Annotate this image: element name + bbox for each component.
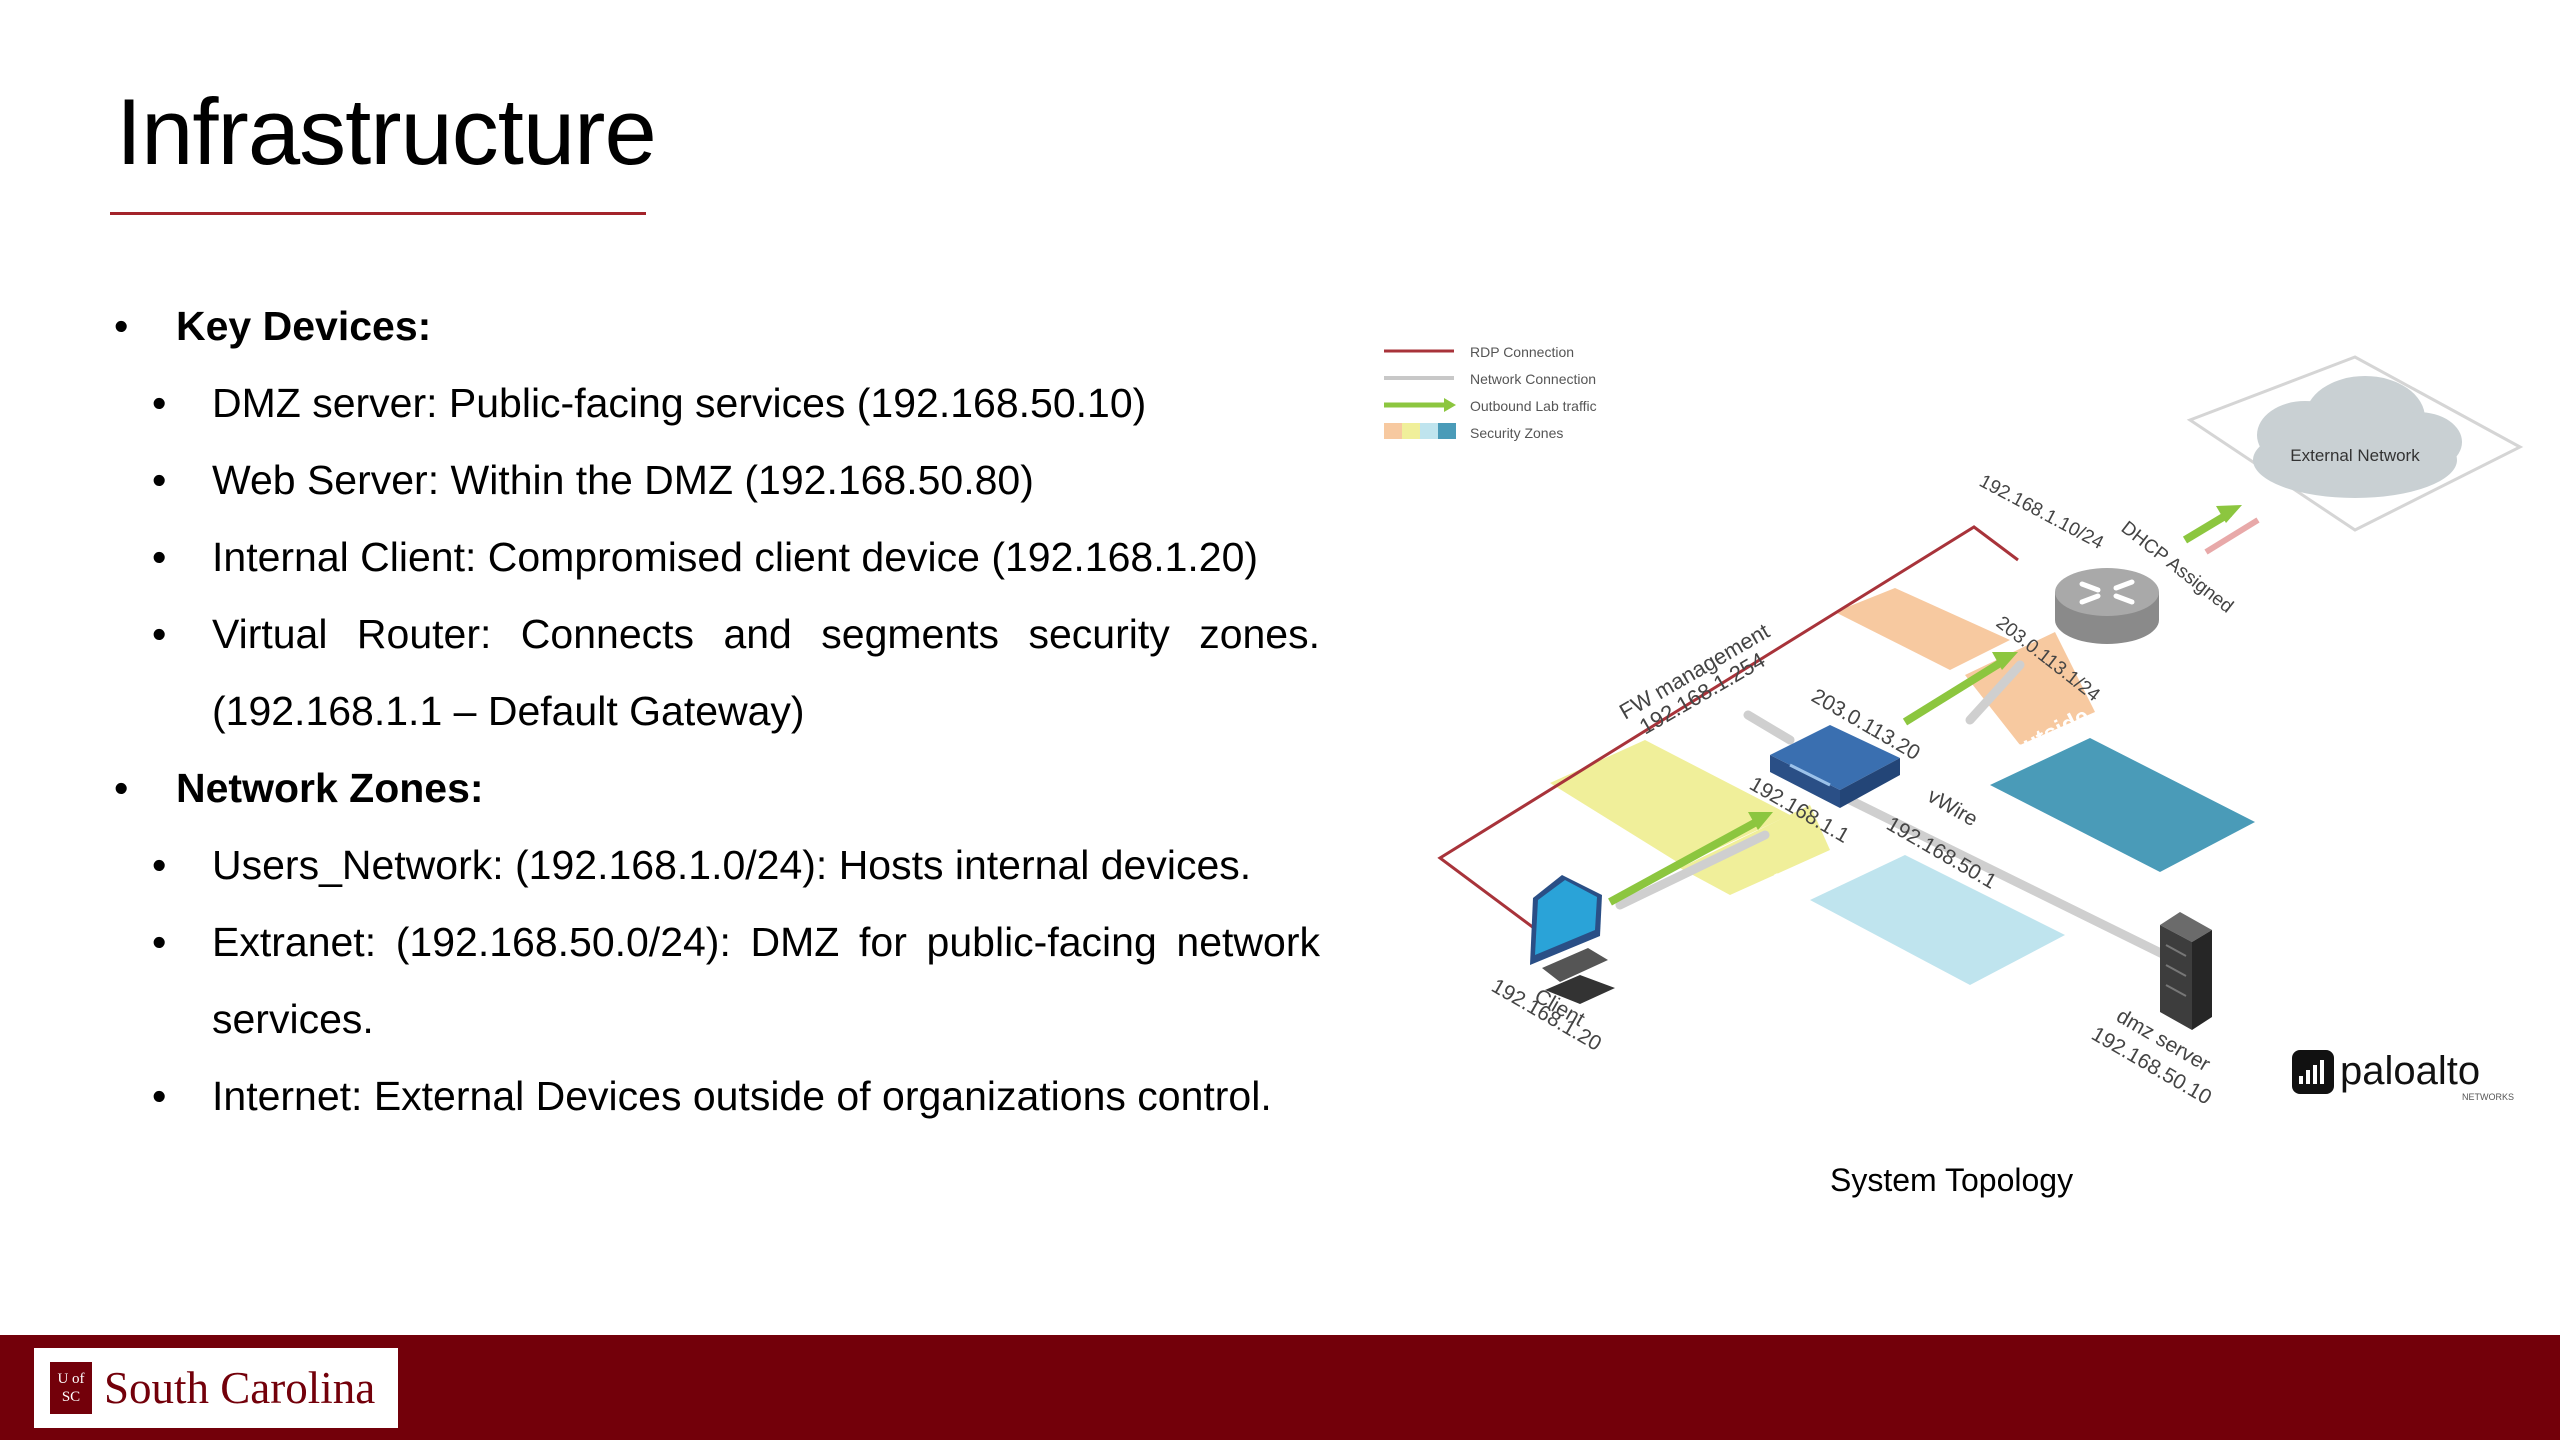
network-connections: [1615, 660, 2190, 970]
rdp-connection-line: [1437, 525, 2019, 942]
legend-zone-swatch-inside: [1402, 423, 1420, 439]
outbound-arrow-router: [2182, 509, 2233, 544]
link-client-firewall: [1615, 830, 1770, 910]
link-fw-mgmt: [1743, 710, 1795, 745]
footer-bar: U of SC South Carolina: [0, 1335, 2560, 1440]
list-item: DMZ server: Public-facing services (192.…: [110, 365, 1320, 442]
university-name: South Carolina: [104, 1363, 376, 1413]
router-icon: [2055, 568, 2159, 644]
outbound-traffic: [1608, 505, 2260, 906]
list-item: Internet: External Devices outside of or…: [110, 1058, 1320, 1135]
cloud-label: External Network: [2290, 446, 2420, 465]
dmz-server-icon: [2160, 912, 2212, 1030]
paloalto-logo: paloalto NETWORKS: [2292, 1049, 2514, 1102]
legend-zone-swatch-outside: [1384, 423, 1402, 439]
figure-caption: System Topology: [1830, 1162, 2074, 1198]
bullet-list: Key Devices: DMZ server: Public-facing s…: [110, 288, 1320, 1135]
external-network-cloud: External Network: [2186, 355, 2524, 532]
legend-outbound-arrowhead: [1444, 398, 1456, 412]
diagram-legend: RDP Connection Network Connection Outbou…: [1384, 344, 1597, 441]
list-item: Users_Network: (192.168.1.0/24): Hosts i…: [110, 827, 1320, 904]
legend-network-label: Network Connection: [1470, 371, 1596, 387]
zone-danger: [1990, 738, 2255, 872]
legend-outbound-label: Outbound Lab traffic: [1470, 398, 1597, 414]
outbound-arrow-firewall: [1902, 656, 2008, 726]
title-underline: [110, 212, 646, 215]
section-heading-network-zones: Network Zones:: [110, 750, 1320, 827]
usc-seal-icon: U of SC: [50, 1362, 92, 1414]
outbound-arrow-client: [1608, 816, 1762, 906]
list-item: Virtual Router: Connects and segments se…: [110, 596, 1320, 750]
list-item: Web Server: Within the DMZ (192.168.50.8…: [110, 442, 1320, 519]
zone-dmz: [1810, 855, 2065, 985]
list-item: Internal Client: Compromised client devi…: [110, 519, 1320, 596]
section-heading-key-devices: Key Devices:: [110, 288, 1320, 365]
list-item: Extranet: (192.168.50.0/24): DMZ for pub…: [110, 904, 1320, 1058]
legend-zone-swatch-dmz: [1420, 423, 1438, 439]
link-firewall-dmz-server: [1845, 795, 2190, 970]
firewall-icon: [1770, 725, 1900, 808]
seal-line-2: SC: [61, 1389, 81, 1405]
zone-outside-upper: [1835, 588, 2010, 670]
university-logo: U of SC South Carolina: [34, 1348, 398, 1428]
slide-title: Infrastructure: [116, 79, 657, 184]
router-uplink-pink: [2204, 517, 2260, 555]
client-workstation-icon: [1530, 875, 1615, 1004]
legend-zones-label: Security Zones: [1470, 425, 1563, 441]
vwire-label: vWire: [1924, 784, 1982, 831]
paloalto-networks-subtext: NETWORKS: [2462, 1092, 2514, 1102]
legend-rdp-label: RDP Connection: [1470, 344, 1574, 360]
system-topology-diagram: RDP Connection Network Connection Outbou…: [1370, 320, 2530, 1120]
topology-svg: RDP Connection Network Connection Outbou…: [1384, 344, 2524, 1109]
zone-inside: [1680, 805, 1830, 895]
legend-zone-swatch-danger: [1438, 423, 1456, 439]
link-firewall-router: [1965, 660, 2025, 725]
paloalto-wordmark: paloalto: [2340, 1049, 2480, 1093]
seal-line-1: U of: [57, 1371, 85, 1387]
cloud-icon: [2253, 376, 2462, 498]
